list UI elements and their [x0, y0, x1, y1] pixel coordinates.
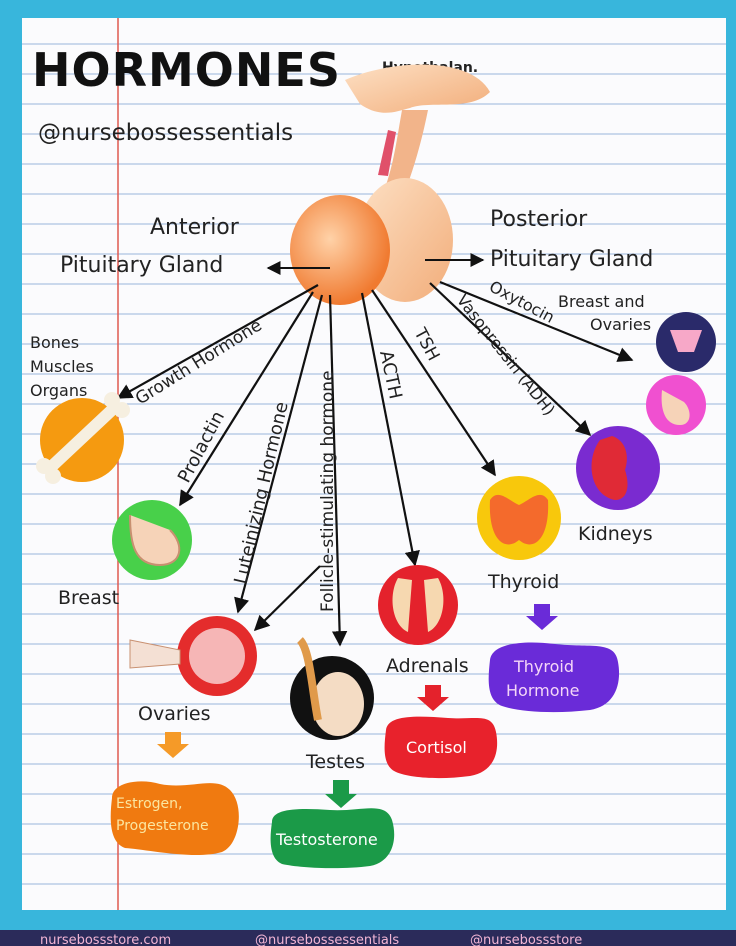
footer-bar	[0, 930, 736, 946]
muscles-label: Muscles	[30, 357, 94, 376]
thyroid-hormone-label-2: Hormone	[506, 681, 579, 700]
organs-label: Organs	[30, 381, 87, 400]
thyroid-label: Thyroid	[487, 571, 559, 593]
page-title: HORMONES	[32, 43, 341, 97]
kidneys-label: Kidneys	[578, 523, 653, 545]
adrenal-icon-circle	[378, 565, 458, 645]
anterior-label-1: Anterior	[150, 215, 240, 240]
breast-small-icon	[661, 390, 690, 425]
posterior-label-1: Posterior	[490, 207, 588, 232]
prolactin-arrow	[179, 291, 314, 507]
vasopressin-arrow	[429, 282, 592, 437]
cortisol-label: Cortisol	[406, 738, 467, 757]
thyroid-hormone-blob	[488, 642, 620, 713]
cortisol-blob	[384, 716, 498, 779]
fallopian-tube-icon	[129, 639, 181, 669]
testosterone-blob	[270, 808, 395, 869]
acth-arrow	[360, 292, 420, 567]
adrenals-label: Adrenals	[386, 655, 469, 677]
vas-deferens-icon	[296, 637, 322, 721]
adrenal-icon	[392, 578, 444, 632]
anterior-label-2: Pituitary Gland	[60, 253, 223, 278]
thyroid-down-arrow	[526, 604, 558, 630]
fsh-ovary-arrow	[253, 565, 321, 632]
bones-label: Bones	[30, 333, 79, 352]
anterior-lobe	[290, 195, 390, 305]
adrenals-down-arrow	[417, 685, 449, 711]
ovary-icon	[189, 628, 245, 684]
progesterone-label: Progesterone	[116, 818, 209, 834]
kidney-icon	[591, 436, 628, 500]
pituitary-illustration	[290, 64, 490, 305]
handle: @nursebossessentials	[38, 120, 293, 146]
fsh-label: Follicle-stimulating hormone	[318, 370, 338, 612]
oxytocin-arrow	[439, 280, 634, 362]
testosterone-label: Testosterone	[275, 830, 378, 849]
hormone-arrows	[116, 280, 634, 647]
testes-down-arrow	[325, 780, 357, 808]
growth-arrow	[116, 284, 319, 399]
testes-icon	[312, 672, 364, 736]
posterior-label-2: Pituitary Gland	[490, 247, 653, 272]
stalk-vessel	[378, 130, 396, 176]
thyroid-hormone-label-1: Thyroid	[513, 657, 574, 676]
fsh-arrow	[328, 294, 348, 647]
breast-and-label: Breast and	[558, 292, 645, 311]
ovaries-small-label: Ovaries	[590, 315, 651, 334]
hypothalamus-shape	[345, 64, 490, 113]
bone-icon	[36, 392, 130, 484]
lh-arrow	[234, 294, 324, 614]
ovaries-down-arrow	[157, 732, 189, 758]
estrogen-blob	[110, 781, 239, 856]
testes-label: Testes	[305, 751, 365, 773]
ovaries-label: Ovaries	[138, 703, 211, 725]
estrogen-label: Estrogen,	[116, 796, 182, 812]
footer-instagram-1[interactable]: @nursebossessentials	[255, 933, 399, 946]
footer-instagram-2[interactable]: @nursebossstore	[470, 933, 582, 946]
thyroid-icon	[489, 494, 549, 545]
tsh-arrow	[371, 289, 496, 477]
breast-icon	[129, 514, 181, 567]
uterus-icon	[670, 330, 702, 352]
footer-website[interactable]: nursebossstore.com	[40, 933, 171, 946]
breast-label: Breast	[58, 587, 119, 609]
